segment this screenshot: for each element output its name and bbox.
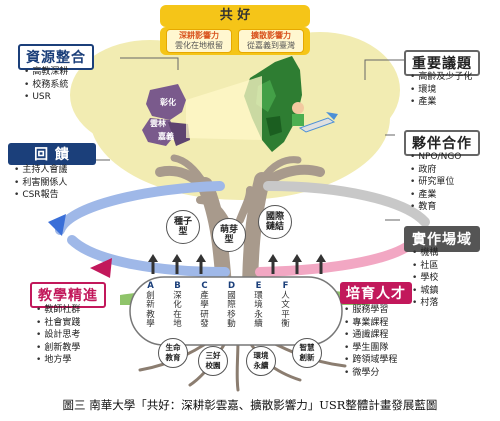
pillar-b: B 深化在地 <box>172 281 183 330</box>
pillar-a-letter: A <box>147 281 154 291</box>
pink-arrowhead <box>90 258 112 278</box>
pillar-f-letter: F <box>282 281 289 291</box>
list-item: 政府 <box>410 164 461 177</box>
pillar-c-text: 產學研發 <box>200 290 209 329</box>
county-chiayi: 嘉義 <box>158 132 174 141</box>
pillar-d-letter: D <box>227 281 236 291</box>
list-item: 社區 <box>412 260 438 273</box>
list-item: USR <box>24 91 68 104</box>
partners-list: NPO/NGO 政府 研究單位 產業 教育 <box>410 151 461 214</box>
root-three-good-campus: 三好校園 <box>198 346 228 376</box>
list-item: 利害關係人 <box>14 177 67 190</box>
list-item: 通識課程 <box>344 329 397 342</box>
pillar-b-letter: B <box>174 281 181 291</box>
up-arrows <box>148 254 326 274</box>
fruit-seed: 種子型 <box>166 210 200 244</box>
expand-impact-desc: 從嘉義到臺灣 <box>247 41 295 50</box>
feedback-title: 回 饋 <box>8 143 96 165</box>
list-item: 專業課程 <box>344 317 397 330</box>
resources-list: 高教深耕 校務系統 USR <box>24 66 68 104</box>
pillar-a: A 創新教學 <box>145 281 156 330</box>
list-item: 校務系統 <box>24 79 68 92</box>
pillar-e-letter: E <box>255 281 262 291</box>
list-item: 設計思考 <box>36 329 80 342</box>
list-item: 機構 <box>412 247 438 260</box>
cycle-arrow-left-upper <box>55 181 225 235</box>
list-item: 高齡及少子化 <box>410 71 472 84</box>
pillar-c-letter: C <box>201 281 208 291</box>
root-smart-innovation: 智慧創新 <box>292 338 322 368</box>
top-title: 共 好 <box>160 5 310 27</box>
deepen-impact-label: 深耕影響力 <box>179 31 219 40</box>
fruit-seed-label: 種子型 <box>173 217 192 237</box>
pillar-a-text: 創新教學 <box>146 290 155 329</box>
list-item: 城鎮 <box>412 285 438 298</box>
pillar-b-text: 深化在地 <box>173 290 182 329</box>
list-item: 產業 <box>410 96 472 109</box>
list-item: 教師社群 <box>36 304 80 317</box>
expand-impact-label: 擴散影響力 <box>251 31 291 40</box>
pillar-d-text: 國際移動 <box>227 290 236 329</box>
feedback-list: 主持人會議 利害關係人 CSR報告 <box>14 164 67 202</box>
expand-impact-box: 擴散影響力 從嘉義到臺灣 <box>238 29 304 53</box>
list-item: 服務學習 <box>344 304 397 317</box>
list-item: 地方學 <box>36 354 80 367</box>
list-item: 研究單位 <box>410 176 461 189</box>
root-environment-label: 環境永續 <box>253 351 269 370</box>
list-item: 微學分 <box>344 367 397 380</box>
talent-title: 培育人才 <box>340 282 412 304</box>
list-item: 創新教學 <box>36 342 80 355</box>
list-item: 學生團隊 <box>344 342 397 355</box>
blue-arrowhead <box>48 214 66 236</box>
root-three-good-campus-label: 三好校園 <box>205 351 221 370</box>
figure-caption: 圖三 南華大學「共好：深耕彰雲嘉、擴散影響力」USR整體計畫發展藍圖 <box>62 398 438 412</box>
pillar-d: D 國際移動 <box>226 281 237 330</box>
list-item: 主持人會議 <box>14 164 67 177</box>
deepen-impact-box: 深耕影響力 雲化在地根留 <box>166 29 232 53</box>
pillar-f-text: 人文平衡 <box>281 290 290 329</box>
teaching-list: 教師社群 社會實踐 設計思考 創新教學 地方學 <box>36 304 80 367</box>
root-life-education: 生命教育 <box>158 338 188 368</box>
list-item: 跨領域學程 <box>344 354 397 367</box>
talent-list: 服務學習 專業課程 通識課程 學生團隊 跨領域學程 微學分 <box>344 304 397 379</box>
deepen-impact-desc: 雲化在地根留 <box>175 41 223 50</box>
list-item: 學校 <box>412 272 438 285</box>
cycle-arrow-left-lower <box>67 235 230 277</box>
pillar-f: F 人文平衡 <box>280 281 291 330</box>
pillar-e-text: 環境永續 <box>254 290 263 329</box>
pillar-container <box>129 276 343 346</box>
list-item: CSR報告 <box>14 189 67 202</box>
issues-list: 高齡及少子化 環境 產業 <box>410 71 472 109</box>
yunchia-map <box>142 84 190 146</box>
root-smart-innovation-label: 智慧創新 <box>299 343 315 362</box>
list-item: NPO/NGO <box>410 151 461 164</box>
fruit-sprout-label: 萌芽型 <box>219 225 238 245</box>
pillar-e: E 環境永續 <box>253 281 264 330</box>
cycle-arrow-right-upper <box>263 181 430 227</box>
list-item: 環境 <box>410 84 472 97</box>
county-yunlin: 雲林 <box>150 119 166 128</box>
root-environment: 環境永續 <box>246 346 276 376</box>
list-item: 村落 <box>412 297 438 310</box>
pillar-c: C 產學研發 <box>199 281 210 330</box>
kid-plane-icon <box>292 102 338 133</box>
fruit-sprout: 萌芽型 <box>212 218 246 252</box>
list-item: 高教深耕 <box>24 66 68 79</box>
county-changhua: 彰化 <box>160 98 176 107</box>
fruit-international: 國際鏈結 <box>258 205 292 239</box>
list-item: 產業 <box>410 189 461 202</box>
light-beam <box>186 76 262 140</box>
list-item: 教育 <box>410 201 461 214</box>
fruit-international-label: 國際鏈結 <box>265 212 284 232</box>
root-life-education-label: 生命教育 <box>165 343 181 362</box>
fields-list: 機構 社區 學校 城鎮 村落 <box>412 247 438 310</box>
cycle-arrow-right-lower <box>255 235 420 277</box>
list-item: 社會實踐 <box>36 317 80 330</box>
